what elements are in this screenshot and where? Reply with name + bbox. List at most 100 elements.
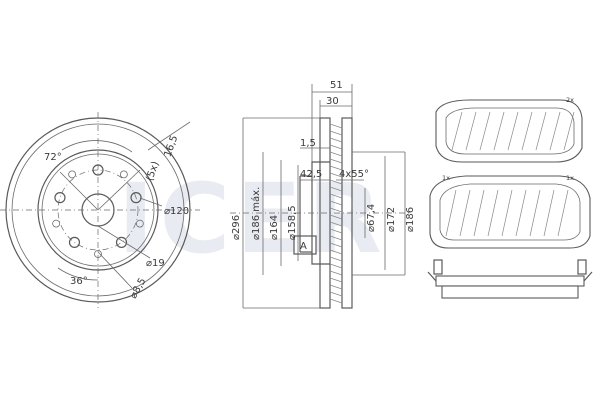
depth-label: 42,5 bbox=[300, 169, 322, 180]
hatch-line bbox=[479, 111, 491, 151]
brake-pads-view: 2x 1x 1x bbox=[427, 96, 593, 299]
hatch-line bbox=[543, 189, 555, 237]
vane-line bbox=[329, 256, 343, 262]
hatch-line bbox=[487, 189, 499, 237]
angle-arc-top bbox=[61, 140, 133, 153]
locating-hole bbox=[52, 219, 61, 228]
bore-label: ⌀19 bbox=[146, 258, 165, 269]
hatch-line bbox=[515, 189, 527, 237]
hatch-line bbox=[563, 111, 575, 151]
d158-label: ⌀158,5 bbox=[287, 205, 298, 240]
hatch-line bbox=[473, 189, 485, 237]
pad-middle-outline bbox=[429, 175, 591, 249]
pad-qty-top: 2x bbox=[566, 96, 574, 104]
vane-line bbox=[329, 137, 343, 143]
width-30-label: 30 bbox=[326, 96, 339, 107]
vane-line bbox=[329, 151, 343, 157]
pad-clip-left bbox=[427, 271, 437, 282]
vane-line bbox=[329, 172, 343, 178]
vane-line bbox=[329, 193, 343, 199]
pad-qty-right: 1x bbox=[566, 174, 574, 182]
hatch-line bbox=[529, 189, 541, 237]
d172-label: ⌀172 bbox=[386, 207, 397, 232]
angle-ray-2 bbox=[97, 169, 141, 211]
vane-line bbox=[329, 277, 343, 283]
vane-line bbox=[329, 249, 343, 255]
hatch-line bbox=[557, 189, 569, 237]
vane-line bbox=[329, 123, 343, 129]
vane-line bbox=[329, 291, 343, 297]
vane-line bbox=[329, 144, 343, 150]
locating-hole bbox=[94, 250, 102, 258]
vane-line bbox=[329, 242, 343, 248]
thread-label: 16,5 bbox=[162, 134, 180, 159]
leader-pcd bbox=[139, 197, 163, 207]
hatch-line bbox=[451, 111, 463, 151]
vane-line bbox=[329, 263, 343, 269]
pad-middle-hatch bbox=[445, 189, 569, 237]
disc-front-view: 72° (5x) 16,5 ⌀120 ⌀19 ⌀8,5 36° bbox=[0, 112, 200, 308]
leader-thread bbox=[147, 121, 191, 151]
d164-label: ⌀164 bbox=[269, 215, 280, 240]
d296-label: ⌀296 bbox=[231, 215, 242, 240]
pad-middle-lining bbox=[439, 183, 581, 241]
d186-label: ⌀186 bbox=[405, 207, 416, 232]
bolt-holes bbox=[54, 164, 142, 248]
vane-line bbox=[329, 298, 343, 304]
vane-line bbox=[329, 270, 343, 276]
bolt-circle bbox=[57, 169, 139, 251]
hatch-line bbox=[535, 111, 547, 151]
pad-qty-left: 1x bbox=[442, 174, 450, 182]
vane-line bbox=[329, 158, 343, 164]
pad-bottom-lining bbox=[441, 285, 579, 299]
vane-line bbox=[329, 284, 343, 290]
vane-line bbox=[329, 165, 343, 171]
bolt-hole bbox=[115, 236, 128, 248]
width-51-label: 51 bbox=[330, 80, 343, 91]
vane-line bbox=[329, 179, 343, 185]
locating-hole bbox=[119, 170, 128, 179]
hatch-line bbox=[501, 189, 513, 237]
pad-bottom-backplate bbox=[435, 275, 585, 287]
hatch-line bbox=[459, 189, 471, 237]
hatch-line bbox=[493, 111, 505, 151]
bolt-hole bbox=[130, 192, 142, 204]
pad-clip-right bbox=[583, 271, 593, 282]
locating-hole bbox=[135, 219, 144, 228]
leader-bore bbox=[97, 225, 151, 259]
pad-tab-right bbox=[577, 259, 587, 275]
angle-ray-1 bbox=[59, 171, 99, 211]
offset-label: 1,5 bbox=[300, 138, 316, 149]
d67-label: ⌀67,4 bbox=[366, 204, 377, 232]
angle-top-label: 72° bbox=[44, 152, 62, 163]
leader-hole bbox=[97, 251, 133, 289]
pad-tab-left bbox=[433, 259, 443, 275]
pad-top-outline bbox=[435, 99, 583, 163]
d186max-label: ⌀186 máx. bbox=[250, 187, 262, 240]
bolt-hole bbox=[68, 236, 81, 248]
vane-line bbox=[329, 207, 343, 213]
angle-bottom-label: 36° bbox=[70, 276, 88, 287]
small-holes bbox=[52, 170, 144, 258]
hatch-line bbox=[445, 189, 457, 237]
vane-line bbox=[329, 200, 343, 206]
disc-section-view: 51 30 1,5 42,5 4x55° A ⌀296 ⌀186 máx. ⌀1… bbox=[230, 80, 416, 309]
pcd-label: ⌀120 bbox=[164, 206, 189, 217]
pad-top-lining bbox=[445, 107, 575, 155]
vane-line bbox=[329, 214, 343, 220]
vane-line bbox=[329, 130, 343, 136]
vane-line bbox=[329, 228, 343, 234]
locating-hole bbox=[68, 170, 77, 179]
pad-top-hatch bbox=[451, 111, 575, 151]
cooling-vanes bbox=[329, 123, 343, 304]
bolt-hole bbox=[92, 164, 104, 176]
hatch-line bbox=[507, 111, 519, 151]
angle-arc-bottom bbox=[57, 267, 99, 281]
watermark-logo: ICER bbox=[118, 163, 388, 275]
hatch-line bbox=[465, 111, 477, 151]
bolt-hole bbox=[54, 192, 66, 204]
hatch-line bbox=[549, 111, 561, 151]
vane-line bbox=[329, 235, 343, 241]
hatch-line bbox=[521, 111, 533, 151]
